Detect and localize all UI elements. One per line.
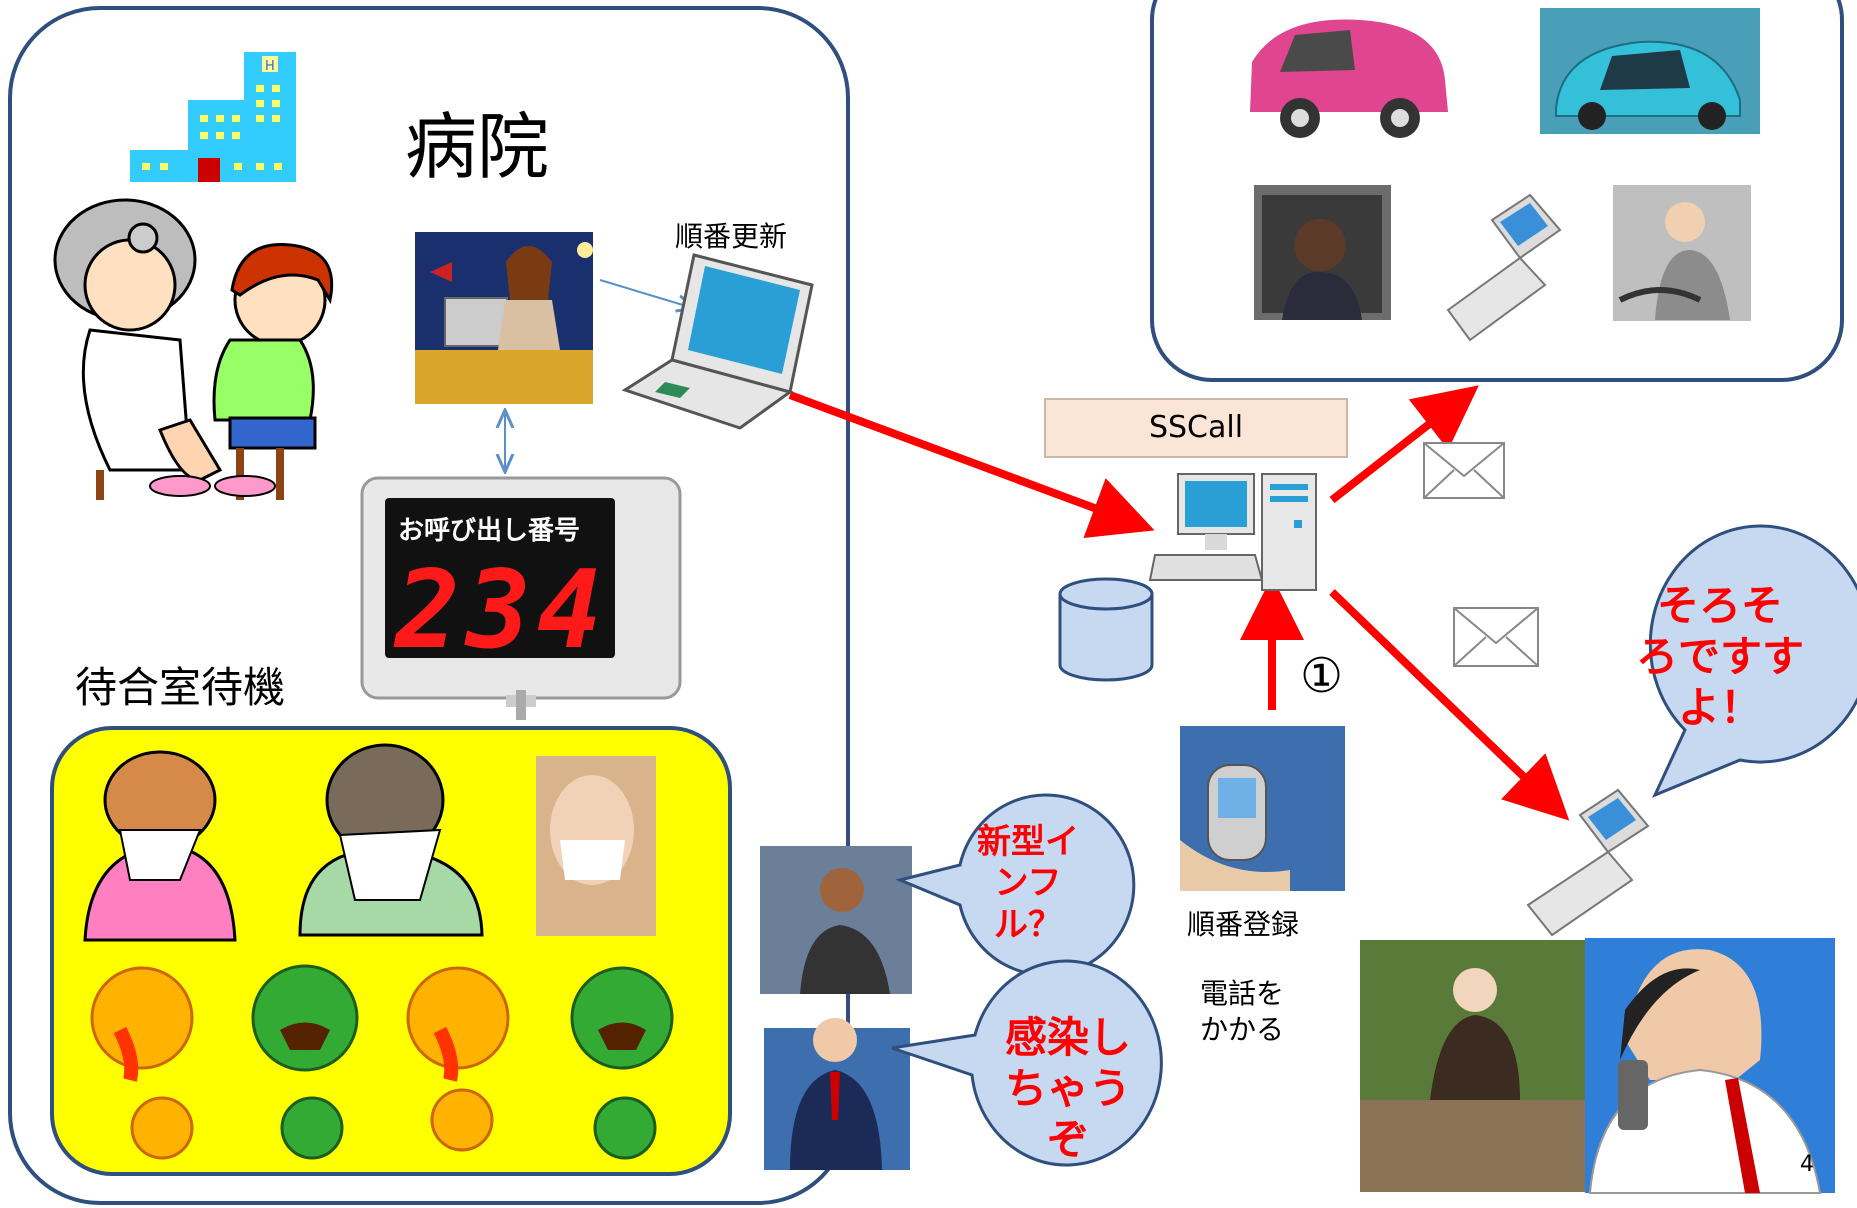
server-computer-icon: [1148, 473, 1317, 591]
sneezing-woman-illustration: [83, 750, 237, 942]
bubble-notify-line3: よ！: [1677, 683, 1762, 733]
step-one-marker: ①: [1300, 648, 1344, 704]
sick-face-icons: [90, 964, 674, 1160]
page-number: 4: [1800, 1152, 1814, 1177]
bubble-flu-line1: 新型イ: [977, 822, 1079, 862]
database-icon: [1058, 577, 1154, 682]
hospital-frame: [8, 6, 850, 1205]
woman-on-bench-image: [1360, 940, 1610, 1192]
call-number-display: [360, 476, 682, 720]
bubble-notify-text: そろそ ろですす よ！: [1635, 580, 1805, 734]
bubble-infect-line3: ぞ: [1046, 1115, 1089, 1165]
hospital-title: 病院: [405, 105, 550, 189]
bubble-infect-text: 感染し ちゃう ぞ: [983, 1012, 1153, 1166]
woman-calling-photo: [760, 846, 912, 994]
order-register-label: 順番登録: [1187, 908, 1300, 941]
laptop-icon: [621, 253, 814, 430]
bubble-flu-line3: ル？: [994, 904, 1062, 945]
bubble-infect-shape: [891, 959, 1163, 1167]
businessman-phone-image: [1585, 938, 1835, 1194]
display-number: 234: [395, 548, 609, 673]
waiting-room-label: 待合室待機: [75, 663, 286, 712]
bubble-flu-shape: [895, 793, 1136, 977]
pink-car-image: [1250, 19, 1448, 138]
envelope-icon-top: [1423, 442, 1505, 499]
sscall-label: SSCall: [1148, 410, 1244, 445]
businessman-calling-illustration: [764, 1018, 910, 1170]
arrow-server-cars: [1329, 385, 1479, 504]
blue-car-image: [1540, 8, 1760, 134]
flip-phone-icon-bottom: [1526, 788, 1650, 937]
doctor-patient-illustration: [53, 198, 334, 500]
call-label-line1: 電話を: [1200, 977, 1285, 1010]
call-label-line2: かかる: [1200, 1013, 1285, 1046]
display-header: お呼び出し番号: [398, 516, 581, 546]
caller-phone-image: [1180, 726, 1345, 891]
bubble-infect-line1: 感染し: [1004, 1013, 1131, 1062]
driver-woman-image: [1613, 185, 1751, 321]
sneezing-man-illustration: [298, 743, 484, 937]
svg-text:H: H: [265, 59, 275, 74]
flip-phone-icon-top: [1446, 193, 1562, 342]
sneezing-woman-photo: [536, 756, 656, 936]
connector-staff-laptop: [599, 279, 693, 308]
staff-desk-image: [415, 232, 593, 404]
order-update-label: 順番更新: [675, 220, 788, 253]
bubble-notify-line2: ろですす: [1635, 632, 1804, 682]
envelope-icon-bottom: [1453, 607, 1539, 667]
arrow-server-phone: [1329, 589, 1570, 821]
bubble-flu-line2: ンフ: [994, 863, 1062, 904]
arrow-laptop-server: [788, 391, 1155, 539]
driver-man-image: [1254, 185, 1391, 320]
bubble-notify-line1: そろそ: [1656, 581, 1783, 630]
vehicles-frame: [1150, 0, 1844, 382]
sscall-label-box: SSCall: [1044, 398, 1348, 458]
bubble-flu-text: 新型イ ンフ ル？: [958, 822, 1098, 946]
bubble-infect-line2: ちゃう: [1004, 1064, 1131, 1114]
bubble-notify-shape: [1648, 524, 1857, 798]
hospital-building-icon: H: [130, 52, 296, 182]
